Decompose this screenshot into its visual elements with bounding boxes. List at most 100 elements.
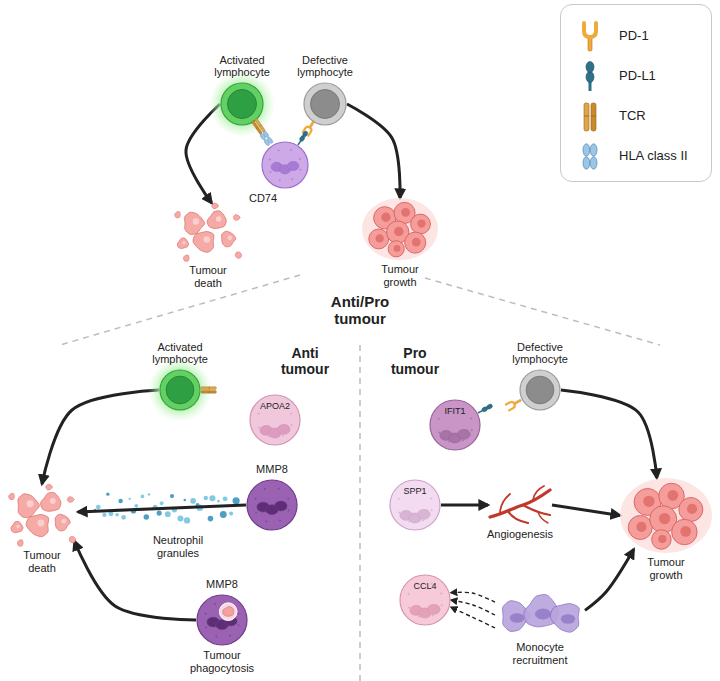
cell-node-lymD: Defective lymphocyte xyxy=(519,369,561,411)
blood-vessel xyxy=(523,505,550,515)
cytoplasm-granule xyxy=(299,158,301,160)
cytoplasm-granule xyxy=(471,429,473,431)
neutrophil-granule xyxy=(148,493,151,496)
pd1-cup xyxy=(506,401,516,411)
cell-label: Tumour phagocytosis xyxy=(190,649,254,674)
tcr-segment xyxy=(591,116,596,117)
hla-symbol xyxy=(583,144,597,169)
blood-vessel xyxy=(538,512,548,523)
nucleus-lobe xyxy=(278,424,290,434)
neutrophil-granule xyxy=(141,495,145,499)
legend-item: PD-1 xyxy=(575,19,705,55)
cell-illustration xyxy=(502,595,579,633)
lymphocyte-body xyxy=(304,83,346,125)
cell-illustration xyxy=(430,400,480,450)
cell-illustration xyxy=(175,203,242,261)
tumour-nucleus xyxy=(401,208,410,217)
tcr-chain xyxy=(584,103,589,131)
effect-arrow xyxy=(347,104,400,198)
lymphocyte-body xyxy=(160,370,200,410)
neutrophil-granule xyxy=(190,498,196,504)
effect-arrow xyxy=(42,390,159,484)
monocyte-nucleus xyxy=(561,614,575,624)
neutrophil-granule xyxy=(208,516,214,522)
lymphocyte-nucleus xyxy=(526,376,554,404)
neutrophil-granule xyxy=(102,513,106,517)
cytoplasm-granule xyxy=(258,413,260,415)
neutrophil-granule xyxy=(157,511,162,516)
blood-vessel xyxy=(508,511,528,523)
neutrophil-granule xyxy=(209,495,215,501)
cytoplasm-granule xyxy=(282,435,284,437)
cell-label: MMP8 xyxy=(206,578,238,591)
neutrophil-granule xyxy=(177,515,183,521)
cell-body xyxy=(247,480,297,530)
cytoplasm-granule xyxy=(229,635,231,637)
neutrophil-granule xyxy=(96,505,101,510)
cell-label: Activated lymphocyte xyxy=(214,54,270,79)
cytoplasm-granule xyxy=(291,424,293,426)
nucleus-lobe xyxy=(418,509,430,519)
section-heading: Pro tumour xyxy=(391,345,439,377)
pd1-symbol xyxy=(584,23,596,51)
cell-node-neu: IFIT1 xyxy=(429,399,481,451)
effect-arrow xyxy=(585,549,634,610)
cytoplasm-granule xyxy=(291,178,293,180)
annotation-label: Neutrophil granules xyxy=(153,534,203,559)
cytoplasm-granule xyxy=(441,604,443,606)
phagosome xyxy=(219,603,237,621)
fragment-vacuole xyxy=(203,236,209,242)
tumour-nucleus xyxy=(667,490,678,501)
tumour-cell xyxy=(369,229,389,249)
legend-icon xyxy=(575,19,605,55)
neutrophil-granule xyxy=(121,515,126,520)
cell-label: Tumour growth xyxy=(647,556,685,581)
legend-text: PD-1 xyxy=(619,28,720,43)
effect-arrow xyxy=(561,390,657,478)
cytoplasm-granule xyxy=(408,521,410,523)
cell-shape xyxy=(488,485,552,525)
neutrophil-granule xyxy=(223,496,228,501)
effect-arrow xyxy=(78,505,246,512)
tumour-nucleus xyxy=(417,219,425,227)
cell-shape xyxy=(246,479,298,531)
monocyte-nucleus xyxy=(535,609,551,620)
fragment-vacuole xyxy=(216,216,222,222)
cytoplasm-granule xyxy=(422,520,424,522)
neutrophil-granule xyxy=(229,511,233,515)
sector-divider xyxy=(359,345,361,681)
legend-icon xyxy=(575,99,605,135)
cell-node-neu: CD74 xyxy=(261,141,309,189)
legend-text: PD-L1 xyxy=(619,68,720,83)
fragment-vacuole xyxy=(37,520,44,527)
cytoplasm-granule xyxy=(299,169,301,171)
cell-label: IFIT1 xyxy=(444,406,465,416)
cell-shape xyxy=(159,369,201,411)
pdl1-domain xyxy=(586,72,594,83)
cell-node-lymD: Defective lymphocyte xyxy=(303,82,347,126)
cytoplasm-granule xyxy=(255,498,257,500)
pdl1-domain xyxy=(302,130,309,137)
fragment-vacuole xyxy=(61,519,66,524)
monocyte-body xyxy=(550,604,579,633)
cytoplasm-granule xyxy=(214,603,216,605)
legend-item: HLA class II xyxy=(575,139,705,175)
recruitment-arrow xyxy=(451,592,495,602)
cell-body xyxy=(390,480,440,530)
cell-illustration xyxy=(197,595,247,645)
cell-illustration xyxy=(247,480,297,530)
fragment-vacuole xyxy=(50,498,56,504)
cell-body xyxy=(430,400,480,450)
neutrophil-granule xyxy=(184,517,190,523)
cell-illustration xyxy=(209,71,275,137)
monocyte-nucleus xyxy=(510,613,524,623)
neutrophil-granule xyxy=(220,511,227,518)
cell-illustration xyxy=(620,478,712,553)
neutrophil-granule xyxy=(165,511,171,517)
cell-illustration xyxy=(400,575,450,625)
cytoplasm-granule xyxy=(238,624,240,626)
tumour-debris xyxy=(17,540,23,546)
tcr-segment xyxy=(256,127,258,129)
neutrophil-granule xyxy=(183,499,186,502)
blood-vessel xyxy=(500,494,510,514)
